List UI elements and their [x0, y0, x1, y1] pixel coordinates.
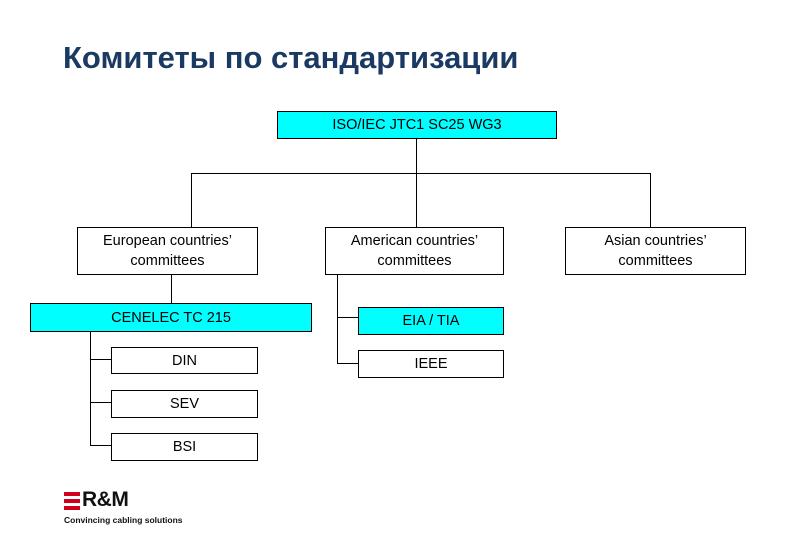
cenelec-label: CENELEC TC 215	[111, 309, 231, 326]
america-box: American countries’ committees	[325, 227, 504, 275]
brand-name: R&M	[82, 488, 129, 511]
ieee-box: IEEE	[358, 350, 504, 378]
connector-america-trunk	[337, 274, 338, 364]
asia-box: Asian countries’ committees	[565, 227, 746, 275]
brand-tagline: Convincing cabling solutions	[64, 515, 183, 525]
connector-eia-tia	[337, 317, 358, 318]
eia-tia-box: EIA / TIA	[358, 307, 504, 335]
connector-cenelec-trunk	[90, 331, 91, 446]
bsi-box: BSI	[111, 433, 258, 461]
sev-label: SEV	[169, 396, 199, 412]
cenelec-box: CENELEC TC 215	[30, 303, 312, 332]
connector-bsi	[90, 445, 111, 446]
connector-america-drop	[416, 173, 417, 228]
eia-tia-label: EIA / TIA	[402, 313, 460, 329]
europe-label: European countries’ committees	[103, 233, 232, 269]
connector-din	[90, 359, 111, 360]
asia-label: Asian countries’ committees	[604, 233, 707, 269]
root-box: ISO/IEC JTC1 SC25 WG3	[277, 111, 557, 139]
ieee-label: IEEE	[414, 356, 448, 372]
bsi-label: BSI	[172, 439, 197, 455]
rm-logo-icon	[64, 492, 80, 510]
din-box: DIN	[111, 347, 258, 374]
page-title: Комитеты по стандартизации	[63, 40, 519, 75]
america-label: American countries’ committees	[350, 233, 479, 269]
connector-sev	[90, 402, 111, 403]
connector-europe-cenelec	[171, 274, 172, 303]
connector-europe-drop	[191, 173, 192, 228]
europe-box: European countries’ committees	[77, 227, 258, 275]
sev-box: SEV	[111, 390, 258, 418]
connector-root-down	[416, 138, 417, 174]
connector-asia-drop	[650, 173, 651, 228]
connector-horizontal-bus	[191, 173, 651, 174]
root-label: ISO/IEC JTC1 SC25 WG3	[332, 117, 502, 133]
connector-ieee	[337, 363, 358, 364]
din-label: DIN	[172, 352, 197, 369]
